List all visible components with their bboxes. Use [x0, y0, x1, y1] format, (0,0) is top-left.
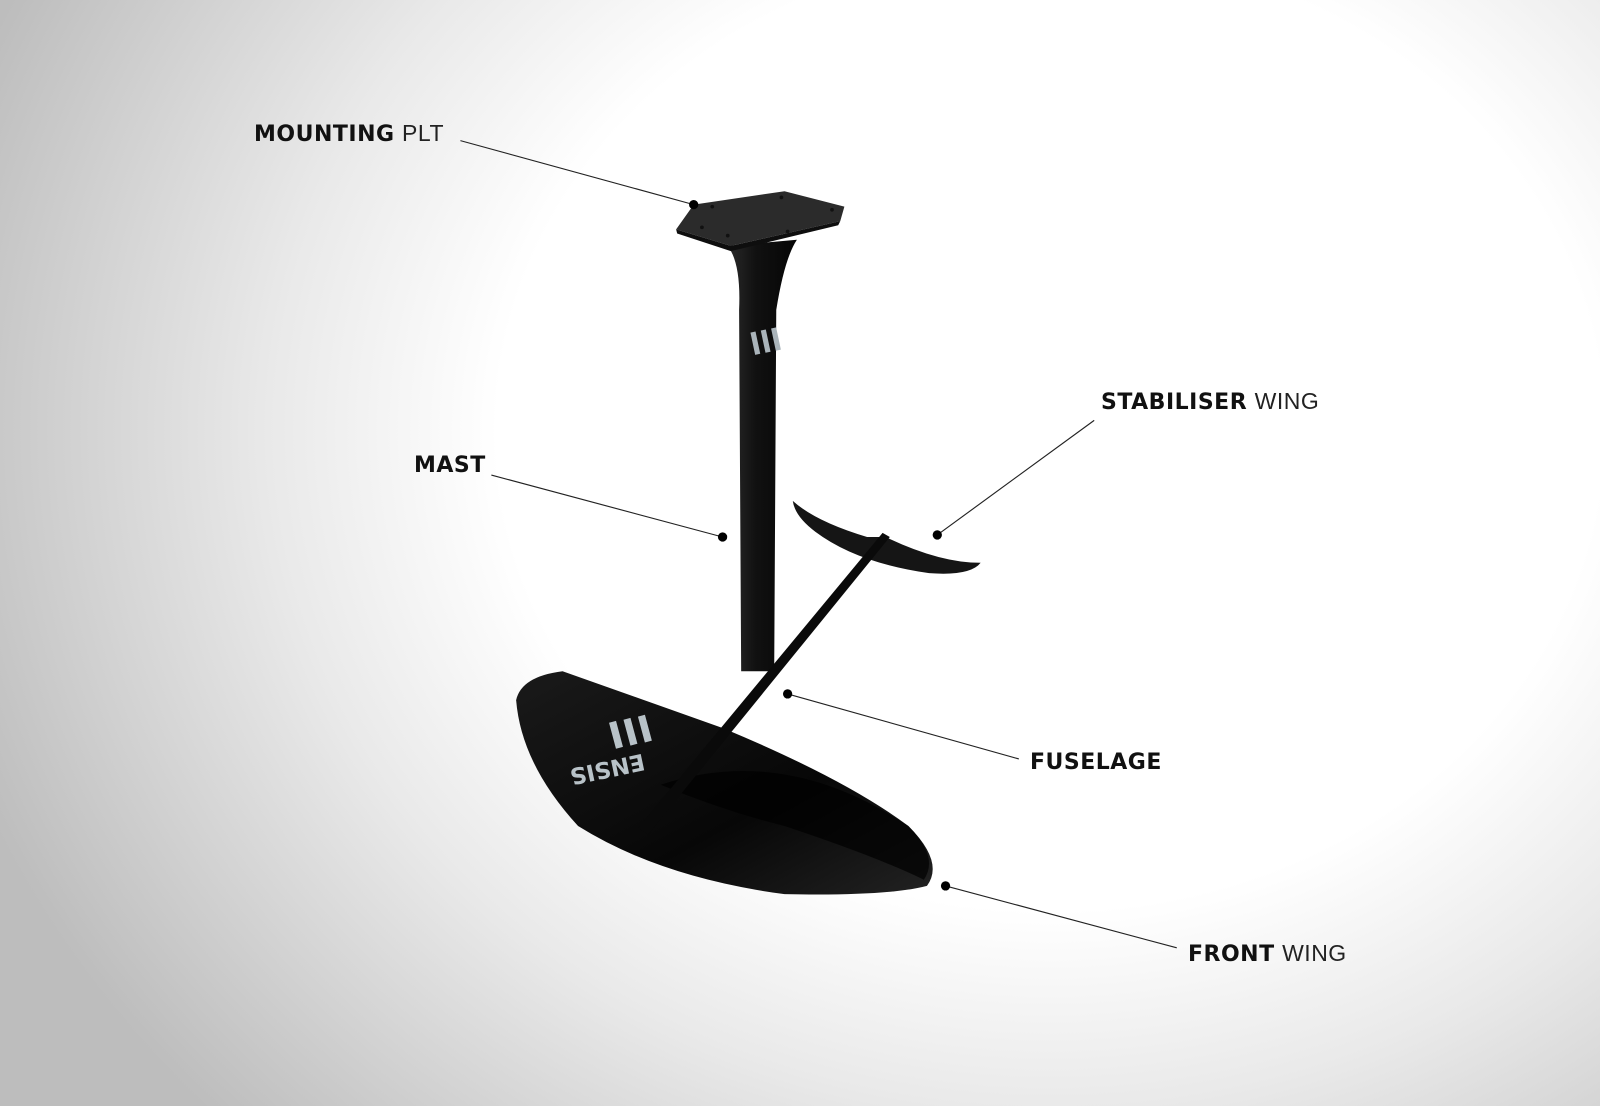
leader-lines	[460, 140, 1177, 949]
dot-front-wing	[940, 881, 951, 891]
dot-mast	[717, 532, 728, 542]
leader-line-fuselage	[787, 693, 1019, 760]
mast-logo	[750, 327, 781, 355]
leader-line-mast	[491, 474, 723, 538]
leader-line-front-wing	[945, 885, 1177, 949]
front-wing-highlight	[660, 770, 930, 880]
stabiliser-wing	[792, 500, 981, 574]
label-front-wing: FRONT WING	[1188, 940, 1347, 967]
leader-line-mounting	[460, 140, 694, 206]
leader-line-stabiliser	[936, 419, 1095, 536]
label-fuselage: FUSELAGE	[1030, 750, 1162, 775]
fuselage	[637, 532, 890, 835]
mast	[727, 239, 797, 672]
dot-fuselage	[782, 689, 793, 699]
mounting-plate	[676, 191, 845, 246]
label-stabiliser-wing: STABILISER WING	[1101, 388, 1320, 415]
label-mast: MAST	[414, 453, 486, 478]
dot-stabiliser	[932, 530, 942, 540]
label-mounting-plate: MOUNTING PLT	[254, 120, 445, 147]
dot-mounting	[689, 199, 699, 210]
